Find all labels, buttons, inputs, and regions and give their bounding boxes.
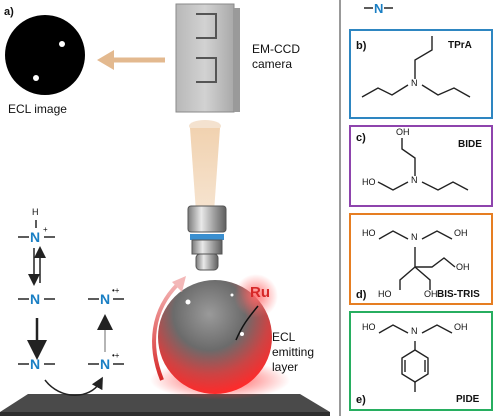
panel-a-letter: a) [4,6,14,18]
bistris-oh-2: OH [424,289,438,299]
em-ccd-camera [175,3,240,132]
layer-label-line2: emitting [272,345,315,359]
header-n: N [374,1,384,16]
bide-oh: OH [396,127,410,137]
plus-sign: + [43,225,48,234]
tpra-n: N [411,78,418,88]
n-radical-cation-1: N [100,291,111,307]
panel-c-box [349,125,493,207]
panel-b-name: TPrA [448,40,472,51]
panel-d-letter: d) [356,289,367,301]
panel-e-box [349,311,493,411]
microscope-objective [187,205,227,271]
n-neutral-2: N [30,356,41,372]
ru-glow [234,274,278,318]
red-arc-arrow [152,282,180,381]
pide-n: N [411,326,418,336]
panel-e-name: PIDE [456,394,480,405]
tpra-structure [361,36,471,98]
ru-label: Ru [250,284,270,301]
ecl-image-label: ECL image [8,102,67,116]
layer-label-line1: ECL [272,330,296,344]
electron-transfer-arrow [44,376,103,396]
bide-structure [377,138,469,191]
panel-c-name: BIDE [458,139,482,150]
panel-b-box [349,29,493,119]
panel-e-letter: e) [356,394,366,406]
panel-d-name: BIS-TRIS [437,289,480,300]
ru-tether [235,305,259,341]
bide-ho: HO [362,177,376,187]
bistris-structure [378,230,456,290]
bistris-n: N [411,232,418,242]
pide-oh: OH [454,322,468,332]
panel-d-box [349,213,493,305]
amine-bonds [18,7,393,365]
camera-label-line1: EM-CCD [252,42,300,56]
panel-b-letter: b) [356,40,367,52]
camera-label-line2: camera [252,57,293,71]
bistris-oh-1: OH [454,228,468,238]
electron-label: -e- [62,384,75,397]
pide-ho: HO [362,322,376,332]
radical-plus-1: •+ [112,286,120,295]
bistris-oh-3: OH [456,262,470,272]
panel-c-letter: c) [356,132,366,144]
light-beam [190,128,220,212]
atom-h: H [32,207,39,217]
n-protonated: N [30,229,41,245]
bide-n: N [411,175,418,185]
bistris-ho-1: HO [362,228,376,238]
layer-label-line3: layer [272,360,299,374]
camera-to-image-arrow [97,50,165,70]
pide-structure [378,324,453,392]
radical-plus-2: •+ [112,351,120,360]
electrode-surface [0,394,330,412]
n-radical-cation-2: N [100,356,111,372]
ecl-image [5,15,85,95]
n-neutral-1: N [30,291,41,307]
bistris-ho-2: HO [378,289,392,299]
